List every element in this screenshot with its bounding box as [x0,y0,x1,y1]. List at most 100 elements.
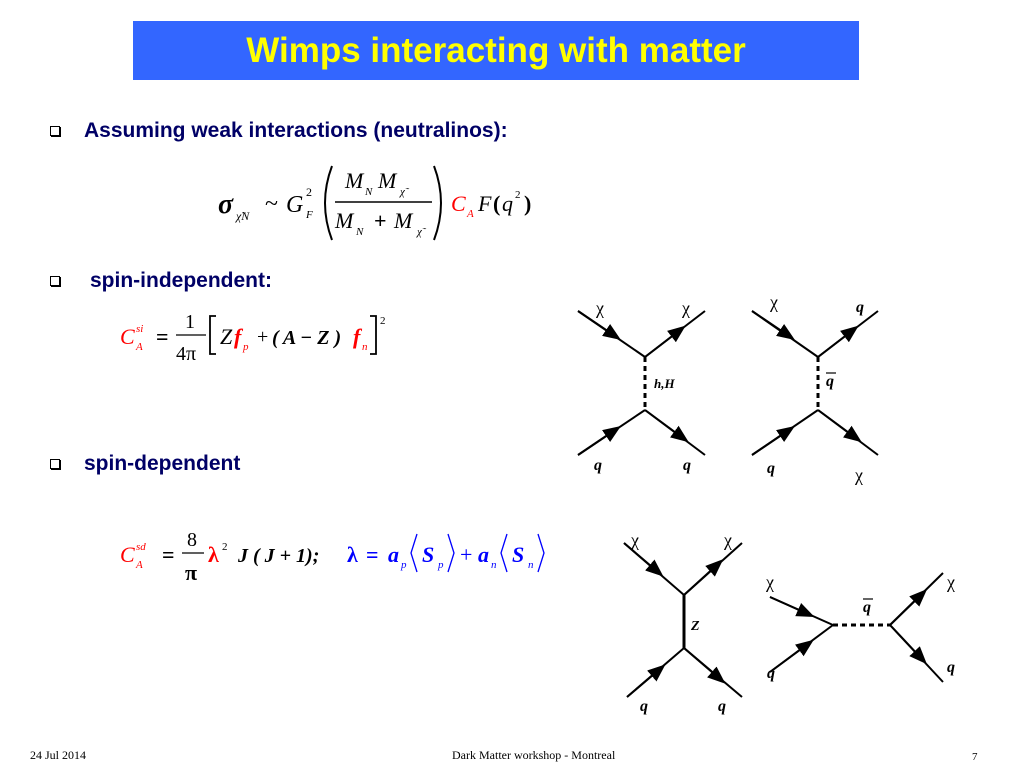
right-bracket [370,315,377,355]
J-expression: J ( J + 1); [237,545,319,567]
equals-sign: = [156,324,169,349]
C-si-superscript: si [136,323,143,335]
open-paren: ( [493,191,500,216]
Z-symbol: Z [220,324,233,349]
sd-denominator: π [185,560,197,585]
footer-event: Dark Matter workshop - Montreal [452,748,616,762]
num-M-N: M [344,168,365,193]
d2-label-top-right: q [856,299,864,316]
S-p-subscript: p [437,559,444,571]
si-numerator: 1 [185,311,195,333]
d3-arrow-top-left [623,542,664,577]
d4-label-bottom-right: q [947,659,955,676]
d2-arrow-bottom-right [817,409,862,443]
langle-n [500,533,508,573]
feynman-diagram-higgs: χ χ h,H q q [577,298,706,474]
C-sd-superscript: sd [136,541,146,553]
feynman-diagram-squark: χ q q q χ [751,292,879,485]
d2-arrow-top-right [817,325,859,358]
cross-section-formula: σ χ̃N ~ G 2 F M N M χ̃ M N + M χ̃ C A F … [218,165,531,241]
close-paren: ) [524,191,531,216]
d1-label-top-right: χ [681,298,690,318]
d4-label-bottom-left: q [767,665,775,682]
C-A-symbol: C [451,191,466,216]
d2-label-mediator: q [826,373,834,390]
A-minus-Z: ( A − Z ) [272,327,341,349]
d3-label-mediator: Z [690,619,700,634]
d1-arrow-bottom-left [577,425,621,456]
sd-plus: + [460,542,472,567]
sd-equals: = [162,542,175,567]
fp-symbol: f [234,324,244,349]
S-n-symbol: S [512,542,524,567]
C-sd-subscript: A [135,559,143,571]
sigma-subscript: χ̃N [235,209,250,223]
d3-arrow-bottom-right [683,647,726,684]
den-M-N-sub: N [355,226,364,238]
si-plus: + [257,326,268,348]
d1-arrow-top-left [577,310,621,341]
left-paren-big [324,165,333,241]
rangle-p [447,533,455,573]
d4-label-mediator: q [863,599,871,616]
d4-arrow-top-left [769,596,815,617]
d4-arrow-bottom-left [769,639,814,673]
q-symbol: q [502,191,513,216]
right-paren-big [433,165,442,241]
si-squared: 2 [380,315,386,327]
sim-symbol: ~ [265,191,278,217]
den-M-chi-sub: χ̃ [416,226,427,238]
rangle-n [537,533,545,573]
d3-label-bottom-left: q [640,698,648,715]
sigma-symbol: σ [218,189,234,220]
d3-label-bottom-right: q [718,698,726,715]
C-si-symbol: C [120,324,135,349]
lambda-blue: λ [347,542,358,567]
C-A-subscript: A [466,208,474,220]
spin-dependent-formula: C sd A = 8 π λ 2 J ( J + 1); λ = a p S p… [120,529,545,585]
bullet-spin-independent: spin-independent: [50,269,272,293]
S-n-subscript: n [528,559,534,571]
d2-label-top-left: χ [769,292,778,312]
den-plus: + [374,208,387,233]
den-M-N: M [334,208,355,233]
d4-label-top-left: χ [765,572,774,592]
fn-subscript: n [362,341,368,353]
fp-subscript: p [242,341,249,353]
S-p-symbol: S [422,542,434,567]
d3-arrow-bottom-left [626,664,666,698]
d2-arrow-bottom-left [751,425,795,456]
footer-page-number: 7 [972,751,978,763]
langle-p [410,533,418,573]
d1-label-top-left: χ [595,298,604,318]
d1-arrow-top-right [644,325,686,358]
bullet-weak-label: Assuming weak interactions (neutralinos)… [84,119,508,142]
checkbox-bullet-icon [50,126,60,136]
bullet-spin-dependent: spin-dependent [50,452,240,476]
spin-independent-formula: C si A = 1 4π Z f p + ( A − Z ) f n 2 [120,311,386,365]
bullet-si-label: spin-independent: [90,269,272,292]
d2-arrow-top-left [751,310,795,341]
d4-arrow-bottom-right [889,624,927,665]
footer-date: 24 Jul 2014 [30,748,87,762]
lambda-equals: = [366,542,379,567]
checkbox-bullet-icon [50,459,60,469]
lambda-symbol: λ [208,542,219,567]
G-superscript: 2 [306,185,312,199]
num-M-chi: M [377,168,398,193]
slide-title: Wimps interacting with matter [246,30,746,70]
a-n-subscript: n [491,559,497,571]
d2-label-bottom-left: q [767,460,775,477]
F-symbol: F [477,191,492,216]
a-p-subscript: p [400,559,407,571]
q-superscript: 2 [515,189,521,201]
d2-label-bottom-right: χ [854,465,863,485]
d4-arrow-top-right [889,588,928,626]
checkbox-bullet-icon [50,276,60,286]
a-p-symbol: a [388,542,399,567]
den-M-chi: M [393,208,414,233]
d1-arrow-bottom-right [644,409,689,443]
G-symbol: G [286,192,303,218]
feynman-diagram-z: χ χ Z q q [623,530,743,715]
